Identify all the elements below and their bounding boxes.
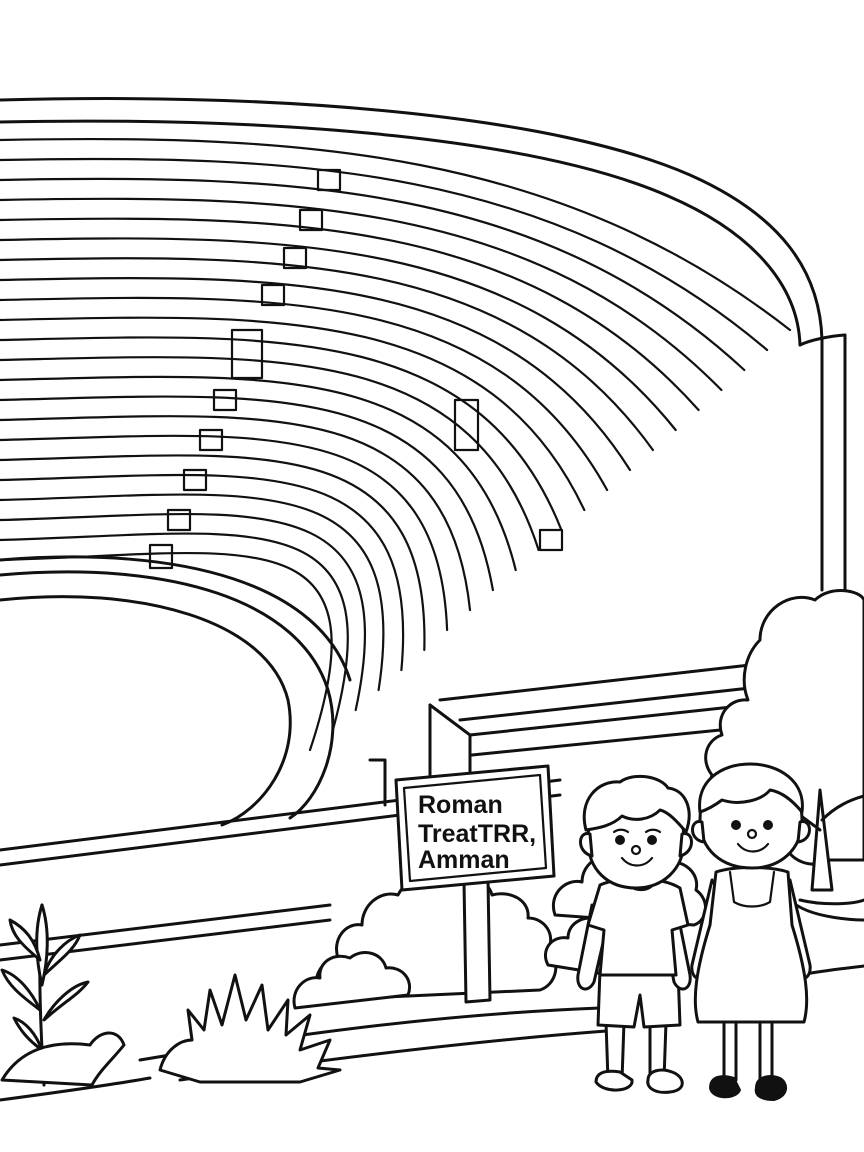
seating-tier-row xyxy=(0,356,540,552)
seating-tier-row xyxy=(0,493,385,692)
seating-tier-row xyxy=(0,197,723,392)
plants xyxy=(0,903,342,1087)
sign-line-2: TreatTRR, xyxy=(418,820,536,848)
seating-tier-row xyxy=(0,395,494,592)
boy xyxy=(576,774,693,1094)
girl xyxy=(690,762,812,1102)
seating-tier-row xyxy=(0,157,769,352)
sign-line-3: Amman xyxy=(418,846,510,874)
seating-tier-row xyxy=(0,551,333,752)
seating-tier-row xyxy=(0,434,449,632)
seating-tier-row xyxy=(0,137,792,332)
sign: Roman TreatTRR, Amman xyxy=(394,764,556,1004)
seating-tier-row xyxy=(0,277,632,472)
sign-line-1: Roman xyxy=(418,791,503,819)
seating-tier-row xyxy=(0,454,426,652)
seating-tier-row xyxy=(0,296,609,492)
seating-tier-row xyxy=(0,257,654,452)
stairway xyxy=(148,168,564,570)
seating-tier-row xyxy=(0,532,349,732)
seating-tier-row xyxy=(0,473,405,672)
seating-tier-row xyxy=(0,237,677,432)
seating-tier-row xyxy=(0,415,472,612)
amphitheater xyxy=(0,97,847,962)
seating-tier-row xyxy=(0,512,367,712)
seating-tier-row xyxy=(0,217,700,412)
seating-tier-row xyxy=(0,316,586,512)
seating-tiers xyxy=(0,137,792,752)
seating-tier-row xyxy=(0,336,563,532)
seating-tier-row xyxy=(0,375,517,572)
seating-tier-row xyxy=(0,177,746,372)
